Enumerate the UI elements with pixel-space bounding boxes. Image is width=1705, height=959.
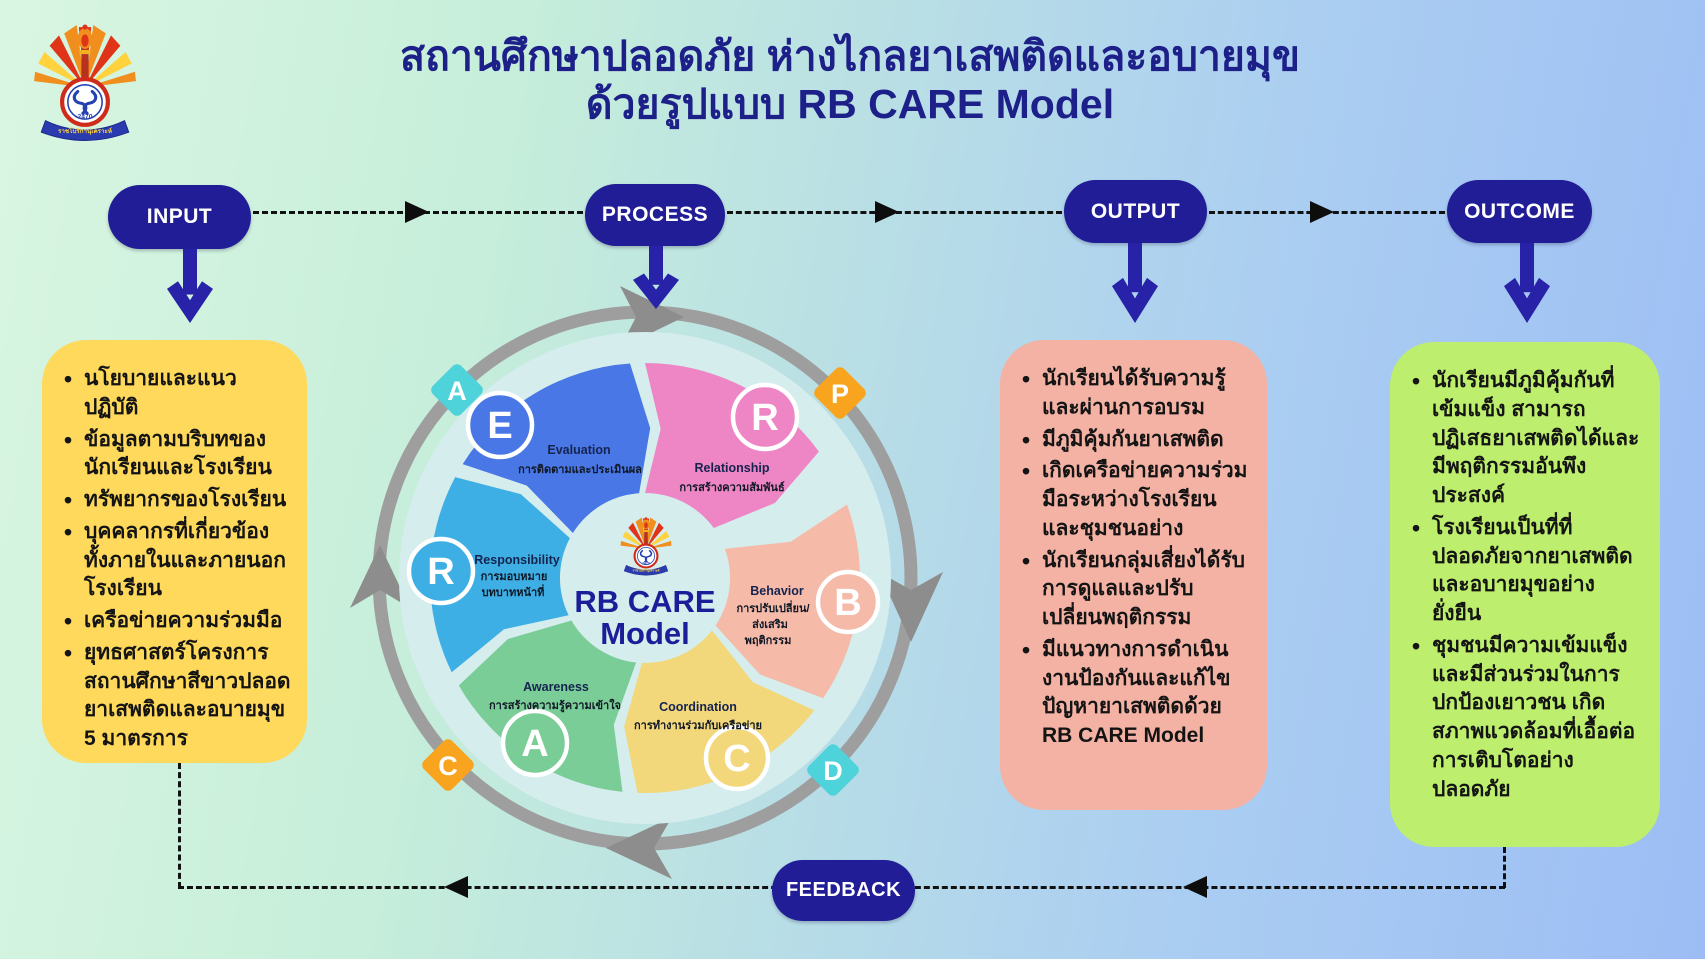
label-responsibility: Responsibility	[474, 553, 559, 567]
letter-badge-coordination	[703, 724, 771, 792]
feedback-pill: FEEDBACK	[772, 860, 915, 921]
ring-arrow-left	[350, 545, 410, 608]
label-responsibility-thai-1: การมอบหมาย	[481, 571, 548, 583]
feedback-arrow-left-icon	[444, 876, 468, 898]
pdca-diamonds: A P C D	[422, 364, 866, 796]
letter-badge-responsibility	[406, 536, 476, 606]
input-card-item: ยุทธศาสตร์โครงการสถานศึกษาสีขาวปลอดยาเสพ…	[62, 638, 291, 754]
segment-relationship	[645, 363, 819, 528]
feedback-line-left-vertical	[178, 763, 181, 888]
diamond-check	[422, 739, 474, 791]
label-behavior: Behavior	[750, 584, 804, 598]
down-arrow-process-icon	[633, 246, 679, 309]
label-awareness-thai: การสร้างความรู้ความเข้าใจ	[489, 698, 621, 713]
label-evaluation: Evaluation	[547, 443, 610, 457]
label-coordination: Coordination	[659, 700, 737, 714]
label-relationship: Relationship	[694, 461, 769, 475]
stage-pill-outcome-label: OUTCOME	[1464, 199, 1575, 223]
label-behavior-thai-3: พฤติกรรม	[745, 634, 792, 647]
page-title: สถานศึกษาปลอดภัย ห่างไกลยาเสพติดและอบายม…	[300, 32, 1400, 128]
diamond-act	[431, 364, 483, 416]
stage-pill-input: INPUT	[108, 185, 251, 249]
letter-coordination: C	[723, 738, 750, 780]
output-card-item: นักเรียนกลุ่มเสี่ยงได้รับการดูแลและปรับเ…	[1020, 546, 1251, 633]
diamond-check-letter: C	[438, 751, 458, 781]
label-evaluation-thai: การติดตามและประเมินผล	[518, 463, 642, 476]
page-title-line2: ด้วยรูปแบบ RB CARE Model	[585, 81, 1115, 127]
feedback-pill-label: FEEDBACK	[785, 879, 902, 901]
output-card: นักเรียนได้รับความรู้และผ่านการอบรม มีภู…	[1000, 340, 1267, 810]
diamond-plan-letter: P	[831, 379, 849, 409]
outcome-card: นักเรียนมีภูมิคุ้มกันที่เข้มแข็ง สามารถป…	[1390, 342, 1660, 847]
connector-arrow-2-icon	[875, 201, 899, 223]
down-arrow-outcome-icon	[1504, 243, 1550, 323]
outcome-card-list: นักเรียนมีภูมิคุ้มกันที่เข้มแข็ง สามารถป…	[1410, 366, 1644, 805]
segment-evaluation	[462, 363, 651, 533]
diamond-plan	[814, 367, 866, 419]
down-arrow-input-icon	[167, 249, 213, 323]
feedback-arrow-right-icon	[1183, 876, 1207, 898]
input-card-list: นโยบายและแนวปฏิบัติ ข้อมูลตามบริบทของนัก…	[62, 364, 291, 754]
input-card-item: เครือข่ายความร่วมมือ	[62, 606, 291, 637]
process-wheel: E R B C A R Evaluation การติดตามและประเม…	[350, 286, 943, 879]
feedback-line-right-vertical	[1503, 847, 1506, 888]
stage-pill-output: OUTPUT	[1064, 180, 1207, 243]
label-awareness: Awareness	[523, 680, 589, 694]
letter-responsibility: R	[427, 551, 454, 593]
connector-arrow-3-icon	[1310, 201, 1334, 223]
down-arrow-output-icon	[1112, 243, 1158, 323]
outcome-card-item: นักเรียนมีภูมิคุ้มกันที่เข้มแข็ง สามารถป…	[1410, 366, 1644, 511]
ring-arrow-bottom	[606, 817, 672, 879]
segment-labels: Evaluation การติดตามและประเมินผล Relatio…	[474, 443, 809, 732]
output-card-item: มีแนวทางการดำเนินงานป้องกันและแก้ไขปัญหา…	[1020, 635, 1251, 751]
label-behavior-thai-2: ส่งเสริม	[752, 618, 788, 631]
outcome-card-item: โรงเรียนเป็นที่ที่ปลอดภัยจากยาเสพติดและอ…	[1410, 513, 1644, 629]
segment-behavior	[715, 504, 860, 699]
connector-arrow-1-icon	[405, 201, 429, 223]
output-card-item: เกิดเครือข่ายความร่วมมือระหว่างโรงเรียนแ…	[1020, 456, 1251, 543]
segment-awareness	[458, 620, 637, 792]
diamond-do	[807, 744, 859, 796]
diamond-do-letter: D	[823, 756, 843, 786]
diamond-act-letter: A	[447, 376, 467, 406]
stage-pill-output-label: OUTPUT	[1090, 199, 1181, 223]
stage-pill-input-label: INPUT	[146, 205, 213, 228]
segment-responsibility	[430, 477, 570, 673]
output-card-list: นักเรียนได้รับความรู้และผ่านการอบรม มีภู…	[1020, 364, 1251, 751]
letter-badge-relationship	[730, 382, 800, 452]
stage-pill-process-label: PROCESS	[601, 203, 709, 226]
page-title-line1: สถานศึกษาปลอดภัย ห่างไกลยาเสพติดและอบายม…	[400, 33, 1300, 79]
letter-behavior: B	[834, 582, 861, 624]
label-relationship-thai: การสร้างความสัมพันธ์	[679, 481, 785, 494]
center-title-line2: Model	[600, 616, 690, 651]
segment-letters: E R B C A R	[406, 382, 881, 792]
input-card-item: บุคคลากรที่เกี่ยวข้องทั้งภายในและภายนอกโ…	[62, 517, 291, 604]
letter-awareness: A	[521, 723, 548, 765]
label-coordination-thai: การทำงานร่วมกับเครือข่าย	[634, 719, 762, 732]
outcome-card-item: ชุมชนมีความเข้มแข็งและมีส่วนร่วมในการปกป…	[1410, 631, 1644, 805]
input-card-item: นโยบายและแนวปฏิบัติ	[62, 364, 291, 423]
letter-badge-awareness	[500, 708, 570, 778]
input-card: นโยบายและแนวปฏิบัติ ข้อมูลตามบริบทของนัก…	[42, 340, 307, 763]
label-responsibility-thai-2: บทบาทหน้าที่	[482, 584, 545, 599]
ring-arrow-right	[879, 572, 943, 642]
input-card-item: ทรัพยากรของโรงเรียน	[62, 485, 291, 516]
letter-evaluation: E	[487, 405, 512, 447]
stage-pill-process: PROCESS	[585, 184, 725, 246]
output-card-item: มีภูมิคุ้มกันยาเสพติด	[1020, 425, 1251, 456]
stage-pill-outcome: OUTCOME	[1447, 180, 1592, 243]
letter-badge-behavior	[815, 569, 881, 635]
input-card-item: ข้อมูลตามบริบทของนักเรียนและโรงเรียน	[62, 425, 291, 484]
center-title-line1: RB CARE	[574, 584, 715, 619]
letter-badge-evaluation	[465, 390, 535, 460]
output-card-item: นักเรียนได้รับความรู้และผ่านการอบรม	[1020, 364, 1251, 423]
letter-relationship: R	[751, 397, 778, 439]
school-crest-logo	[33, 12, 137, 142]
label-behavior-thai-1: การปรับเปลี่ยน/	[736, 600, 809, 615]
